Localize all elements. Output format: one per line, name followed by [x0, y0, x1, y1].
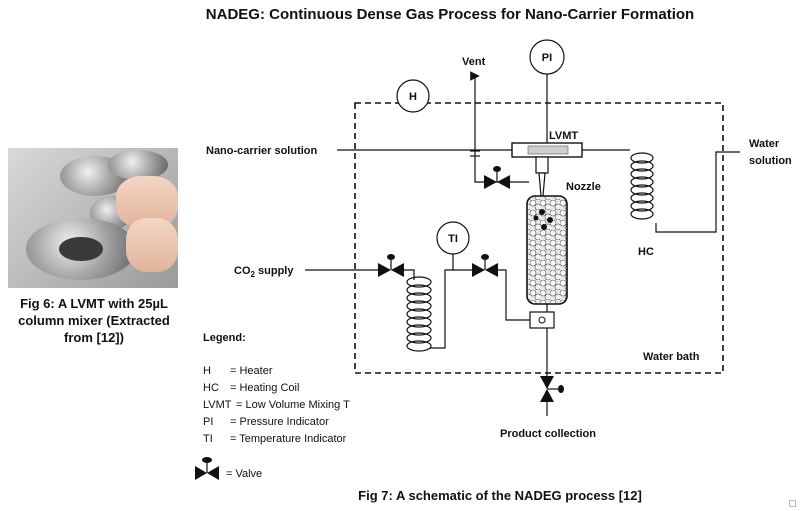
nozzle-label: Nozzle: [566, 181, 601, 193]
legend-key-lvmt: LVMT: [203, 399, 232, 411]
column-inlet-valve: [472, 254, 498, 277]
lvmt: LVMT: [511, 130, 583, 158]
vent-label: Vent: [462, 56, 486, 68]
co2-supply-line: CO2 supply: [234, 265, 530, 349]
legend-desc-pi: = Pressure Indicator: [230, 416, 329, 428]
legend-key-hc: HC: [203, 382, 219, 394]
mixer-body: [26, 218, 136, 280]
co2-supply-label: CO2 supply: [234, 265, 294, 279]
legend-desc-h: = Heater: [230, 365, 273, 377]
pi-label: PI: [542, 52, 552, 64]
legend-key-ti: TI: [203, 433, 213, 445]
water-solution-label-2: solution: [749, 155, 792, 167]
legend-valve-icon: [195, 457, 219, 480]
finger-bottom: [126, 218, 178, 272]
heating-coil-right: HC: [630, 152, 654, 258]
temperature-indicator: TI: [436, 221, 470, 270]
legend-desc-hc: = Heating Coil: [230, 382, 299, 394]
legend-desc-lvmt: = Low Volume Mixing T: [236, 399, 350, 411]
fig6-caption: Fig 6: A LVMT with 25µL column mixer (Ex…: [18, 296, 170, 345]
hc-label: HC: [638, 246, 654, 258]
product-collection-label: Product collection: [500, 428, 596, 440]
water-solution-line: Water solution: [582, 138, 792, 233]
pressure-indicator: PI: [529, 39, 565, 145]
heater-label: H: [409, 91, 417, 103]
nozzle: Nozzle: [535, 156, 601, 197]
vent-valve: [484, 166, 510, 189]
co2-valve: [378, 254, 404, 277]
legend-desc-ti: = Temperature Indicator: [230, 433, 347, 445]
legend-key-h: H: [203, 365, 211, 377]
nano-carrier-line: Nano-carrier solution: [206, 145, 512, 157]
ti-label: TI: [448, 233, 458, 245]
fig7-caption: Fig 7: A schematic of the NADEG process …: [358, 488, 642, 503]
product-valve: Product collection: [500, 376, 596, 440]
lvmt-photo: [8, 148, 178, 288]
co2-suffix: supply: [255, 265, 294, 277]
water-solution-label-1: Water: [749, 138, 780, 150]
legend: Legend: H = Heater HC = Heating Coil LVM…: [195, 332, 350, 480]
water-bath-label: Water bath: [643, 351, 700, 363]
heating-coil-left: [406, 276, 432, 352]
page-title: NADEG: Continuous Dense Gas Process for …: [205, 6, 695, 23]
column-outlet: [529, 304, 555, 376]
legend-title: Legend:: [203, 332, 246, 344]
water-bath-box: [354, 102, 724, 374]
vent-line: Vent: [462, 56, 529, 183]
fitting-top-right: [108, 150, 168, 180]
nano-carrier-label: Nano-carrier solution: [206, 145, 318, 157]
legend-valve-desc: = Valve: [226, 468, 262, 480]
co2-subscript: 2: [251, 270, 256, 279]
column-mixer: [526, 195, 568, 305]
heater: H: [396, 79, 430, 113]
corner-marker: [789, 500, 796, 507]
lvmt-label: LVMT: [549, 130, 578, 142]
legend-key-pi: PI: [203, 416, 213, 428]
co2-prefix: CO: [234, 265, 251, 277]
